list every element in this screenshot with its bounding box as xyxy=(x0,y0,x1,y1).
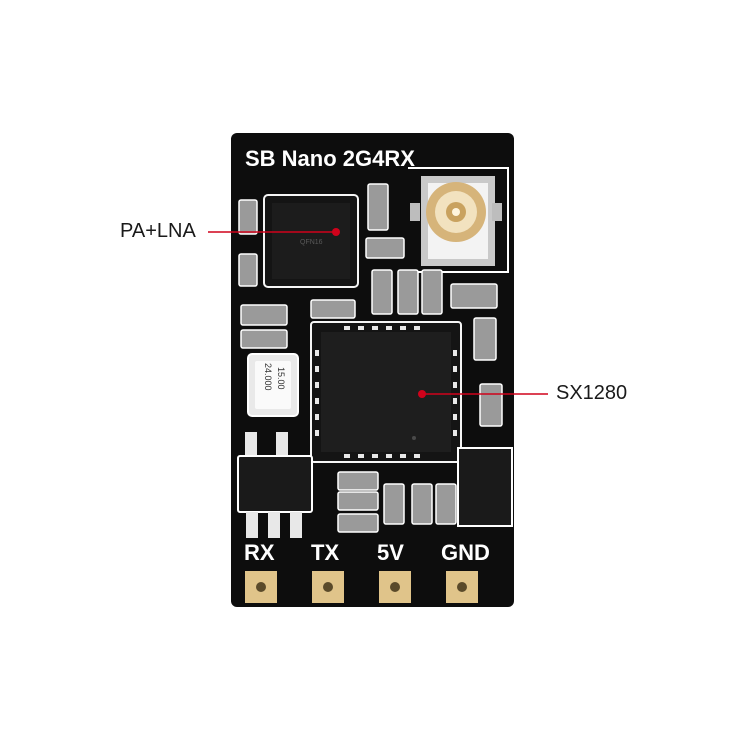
passive-components xyxy=(238,183,503,533)
board-title: SB Nano 2G4RX xyxy=(245,146,415,171)
antenna-silk-outline xyxy=(408,167,509,273)
pin-label-5v: 5V xyxy=(377,540,404,565)
pin-label-gnd: GND xyxy=(441,540,490,565)
sx1280-callout-dot xyxy=(418,390,426,398)
sx1280-callout-label: SX1280 xyxy=(556,382,628,404)
voltage-regulator xyxy=(237,432,313,538)
ufl-antenna-connector xyxy=(410,176,502,266)
crystal-oscillator: 24.000 15.00 xyxy=(247,353,299,417)
sx1280-chip xyxy=(310,321,462,463)
crystal-date-label: 15.00 xyxy=(276,367,286,390)
crystal-frequency-label: 24.000 xyxy=(263,363,273,391)
pa-lna-callout-dot xyxy=(332,228,340,236)
pa-lna-chip: QFN16 xyxy=(263,194,359,288)
pin-label-tx: TX xyxy=(311,540,339,565)
pin-label-rx: RX xyxy=(244,540,275,565)
solder-pads xyxy=(245,571,478,603)
pa-lna-callout-label: PA+LNA xyxy=(120,220,196,242)
right-component xyxy=(457,447,513,527)
svg-text:QFN16: QFN16 xyxy=(300,239,323,246)
